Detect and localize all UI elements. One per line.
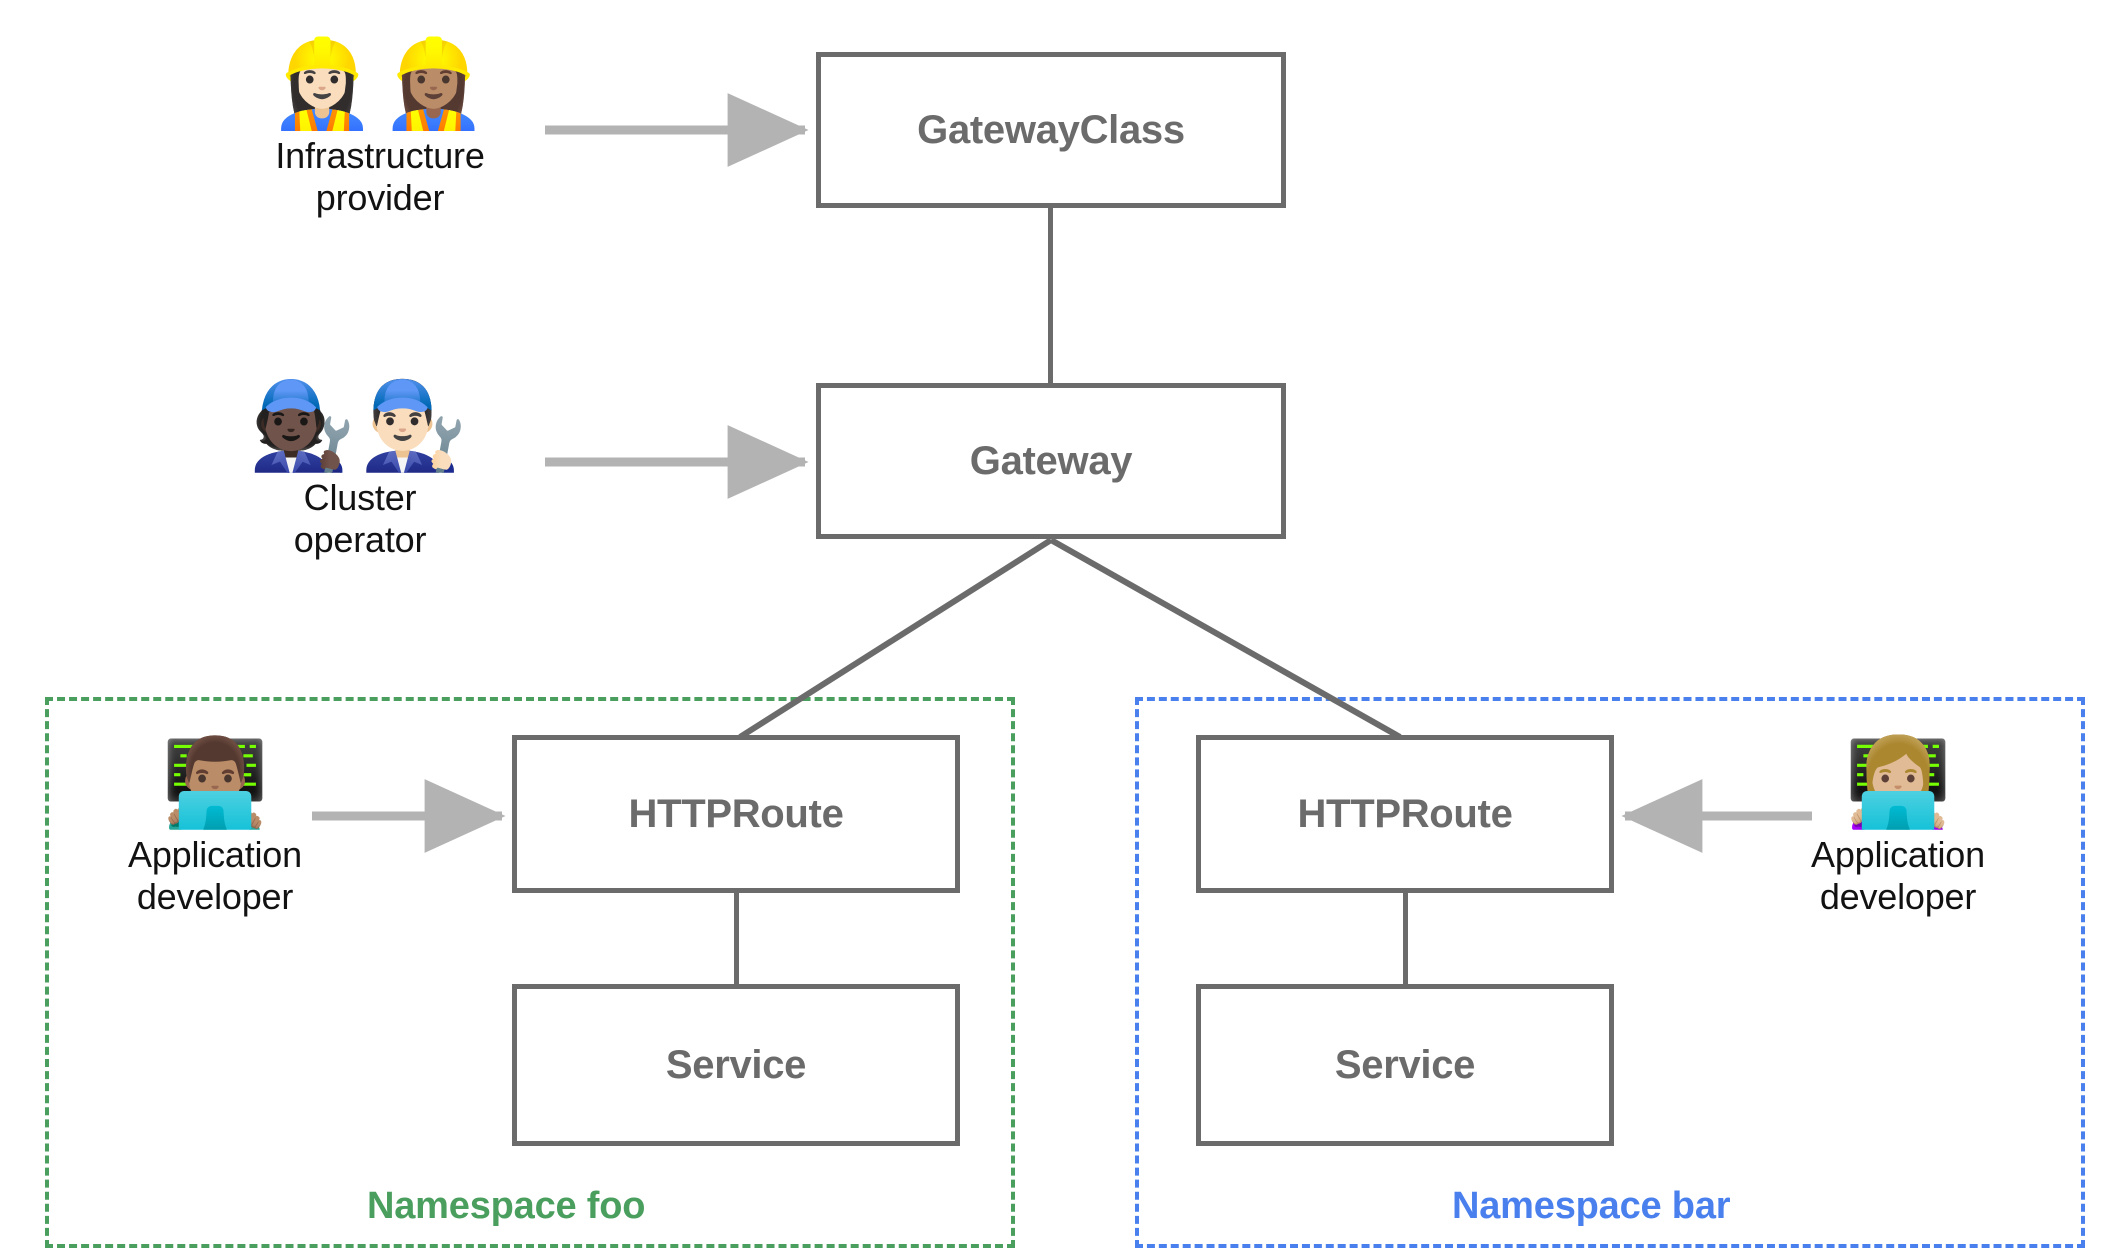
resource-label-httproute-bar: HTTPRoute <box>1297 791 1513 836</box>
connector-httproute-service-foo <box>734 890 739 987</box>
persona-label-infrastructure-provider-line2: provider <box>315 177 445 219</box>
resource-box-service-foo[interactable]: Service <box>512 984 960 1146</box>
man-technologist-emoji: 👨🏽‍💻 <box>161 735 269 831</box>
resource-box-httproute-bar[interactable]: HTTPRoute <box>1196 735 1614 893</box>
persona-label-application-developer-foo-line1: Application <box>128 833 302 875</box>
construction-worker-women-emoji: 👷🏻‍♀️👷🏽‍♀️ <box>268 36 492 132</box>
resource-box-service-bar[interactable]: Service <box>1196 984 1614 1146</box>
persona-application-developer-foo: 👨🏽‍💻 Application developer <box>105 737 325 919</box>
persona-label-application-developer-bar-line1: Application <box>1811 833 1985 875</box>
persona-label-infrastructure-provider-line1: Infrastructure <box>275 134 485 176</box>
resource-label-gatewayclass: GatewayClass <box>917 107 1185 152</box>
namespace-label-bar: Namespace bar <box>1452 1185 1731 1227</box>
resource-box-gatewayclass[interactable]: GatewayClass <box>816 52 1286 208</box>
persona-label-cluster-operator-line2: operator <box>293 519 427 561</box>
resource-label-gateway: Gateway <box>969 438 1133 483</box>
persona-label-cluster-operator-line1: Cluster <box>303 476 417 518</box>
resource-label-httproute-foo: HTTPRoute <box>628 791 844 836</box>
resource-label-service-bar: Service <box>1334 1042 1476 1087</box>
mechanic-people-emoji: 🧑🏿‍🔧👨🏻‍🔧 <box>248 378 472 474</box>
namespace-label-foo: Namespace foo <box>367 1185 646 1227</box>
woman-technologist-emoji: 👩🏼‍💻 <box>1844 735 1952 831</box>
connector-gatewayclass-gateway <box>1048 205 1053 386</box>
resource-label-service-foo: Service <box>665 1042 807 1087</box>
resource-box-httproute-foo[interactable]: HTTPRoute <box>512 735 960 893</box>
persona-label-application-developer-bar-line2: developer <box>1819 876 1977 918</box>
persona-infrastructure-provider: 👷🏻‍♀️👷🏽‍♀️ Infrastructure provider <box>215 38 545 220</box>
persona-cluster-operator: 🧑🏿‍🔧👨🏻‍🔧 Cluster operator <box>195 380 525 562</box>
persona-label-application-developer-foo-line2: developer <box>136 876 294 918</box>
namespace-box-bar <box>1135 697 2085 1248</box>
namespace-box-foo <box>45 697 1015 1248</box>
persona-application-developer-bar: 👩🏼‍💻 Application developer <box>1788 737 2008 919</box>
connector-httproute-service-bar <box>1403 890 1408 987</box>
resource-box-gateway[interactable]: Gateway <box>816 383 1286 539</box>
